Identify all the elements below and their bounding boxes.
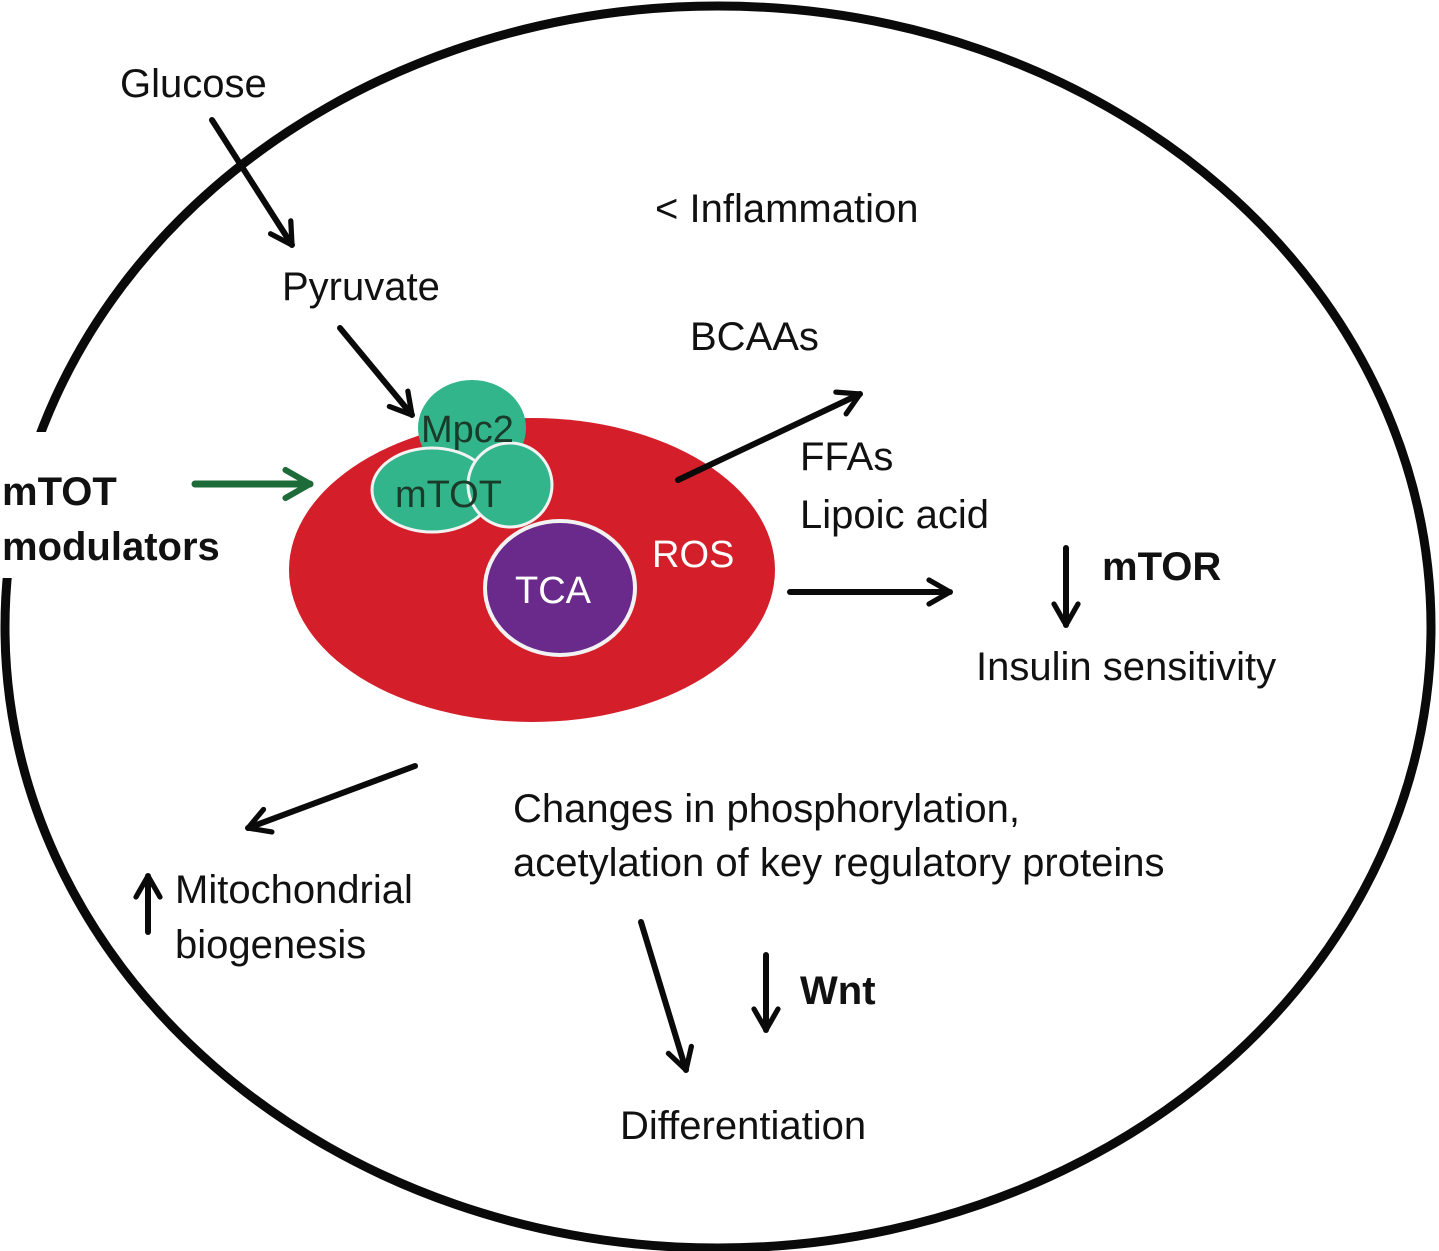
ffas-label: FFAs [800, 435, 893, 479]
glucose-label: Glucose [120, 62, 267, 106]
mtot-complex [370, 380, 554, 534]
lipoic-acid-label: Lipoic acid [800, 493, 989, 537]
changes-label-line1: Changes in phosphorylation, [513, 787, 1020, 831]
bcaas-label: BCAAs [690, 315, 819, 359]
changes-label-line2: acetylation of key regulatory proteins [513, 841, 1164, 885]
metabolites-arrow [675, 389, 863, 483]
mtot-modulators-label-line2: modulators [2, 525, 220, 569]
differentiation-label: Differentiation [620, 1104, 866, 1148]
glucose-to-pyruvate-arrow [209, 117, 295, 248]
membrane-gap [0, 432, 60, 578]
tca-label: TCA [515, 570, 592, 612]
mito-biogenesis-label-line2: biogenesis [175, 923, 366, 967]
mpc2-label: Mpc2 [421, 409, 514, 451]
pyruvate-to-mpc2-arrow [337, 325, 415, 418]
pyruvate-label: Pyruvate [282, 265, 440, 309]
ros-label: ROS [652, 534, 734, 576]
tca-cycle [483, 519, 637, 657]
inflammation-label: < Inflammation [655, 187, 918, 231]
mtor-label: mTOR [1102, 545, 1221, 589]
to-mito-biogenesis-arrow [245, 763, 418, 835]
mtot-modulators-label-line1: mTOT [2, 470, 117, 514]
mtot-label: mTOT [395, 474, 502, 516]
wnt-label: Wnt [800, 969, 876, 1013]
to-differentiation-arrow [638, 919, 694, 1073]
mtot-right-lobe [466, 441, 554, 529]
insulin-sensitivity-label: Insulin sensitivity [976, 645, 1276, 689]
mito-biogenesis-label-line1: Mitochondrial [175, 868, 413, 912]
